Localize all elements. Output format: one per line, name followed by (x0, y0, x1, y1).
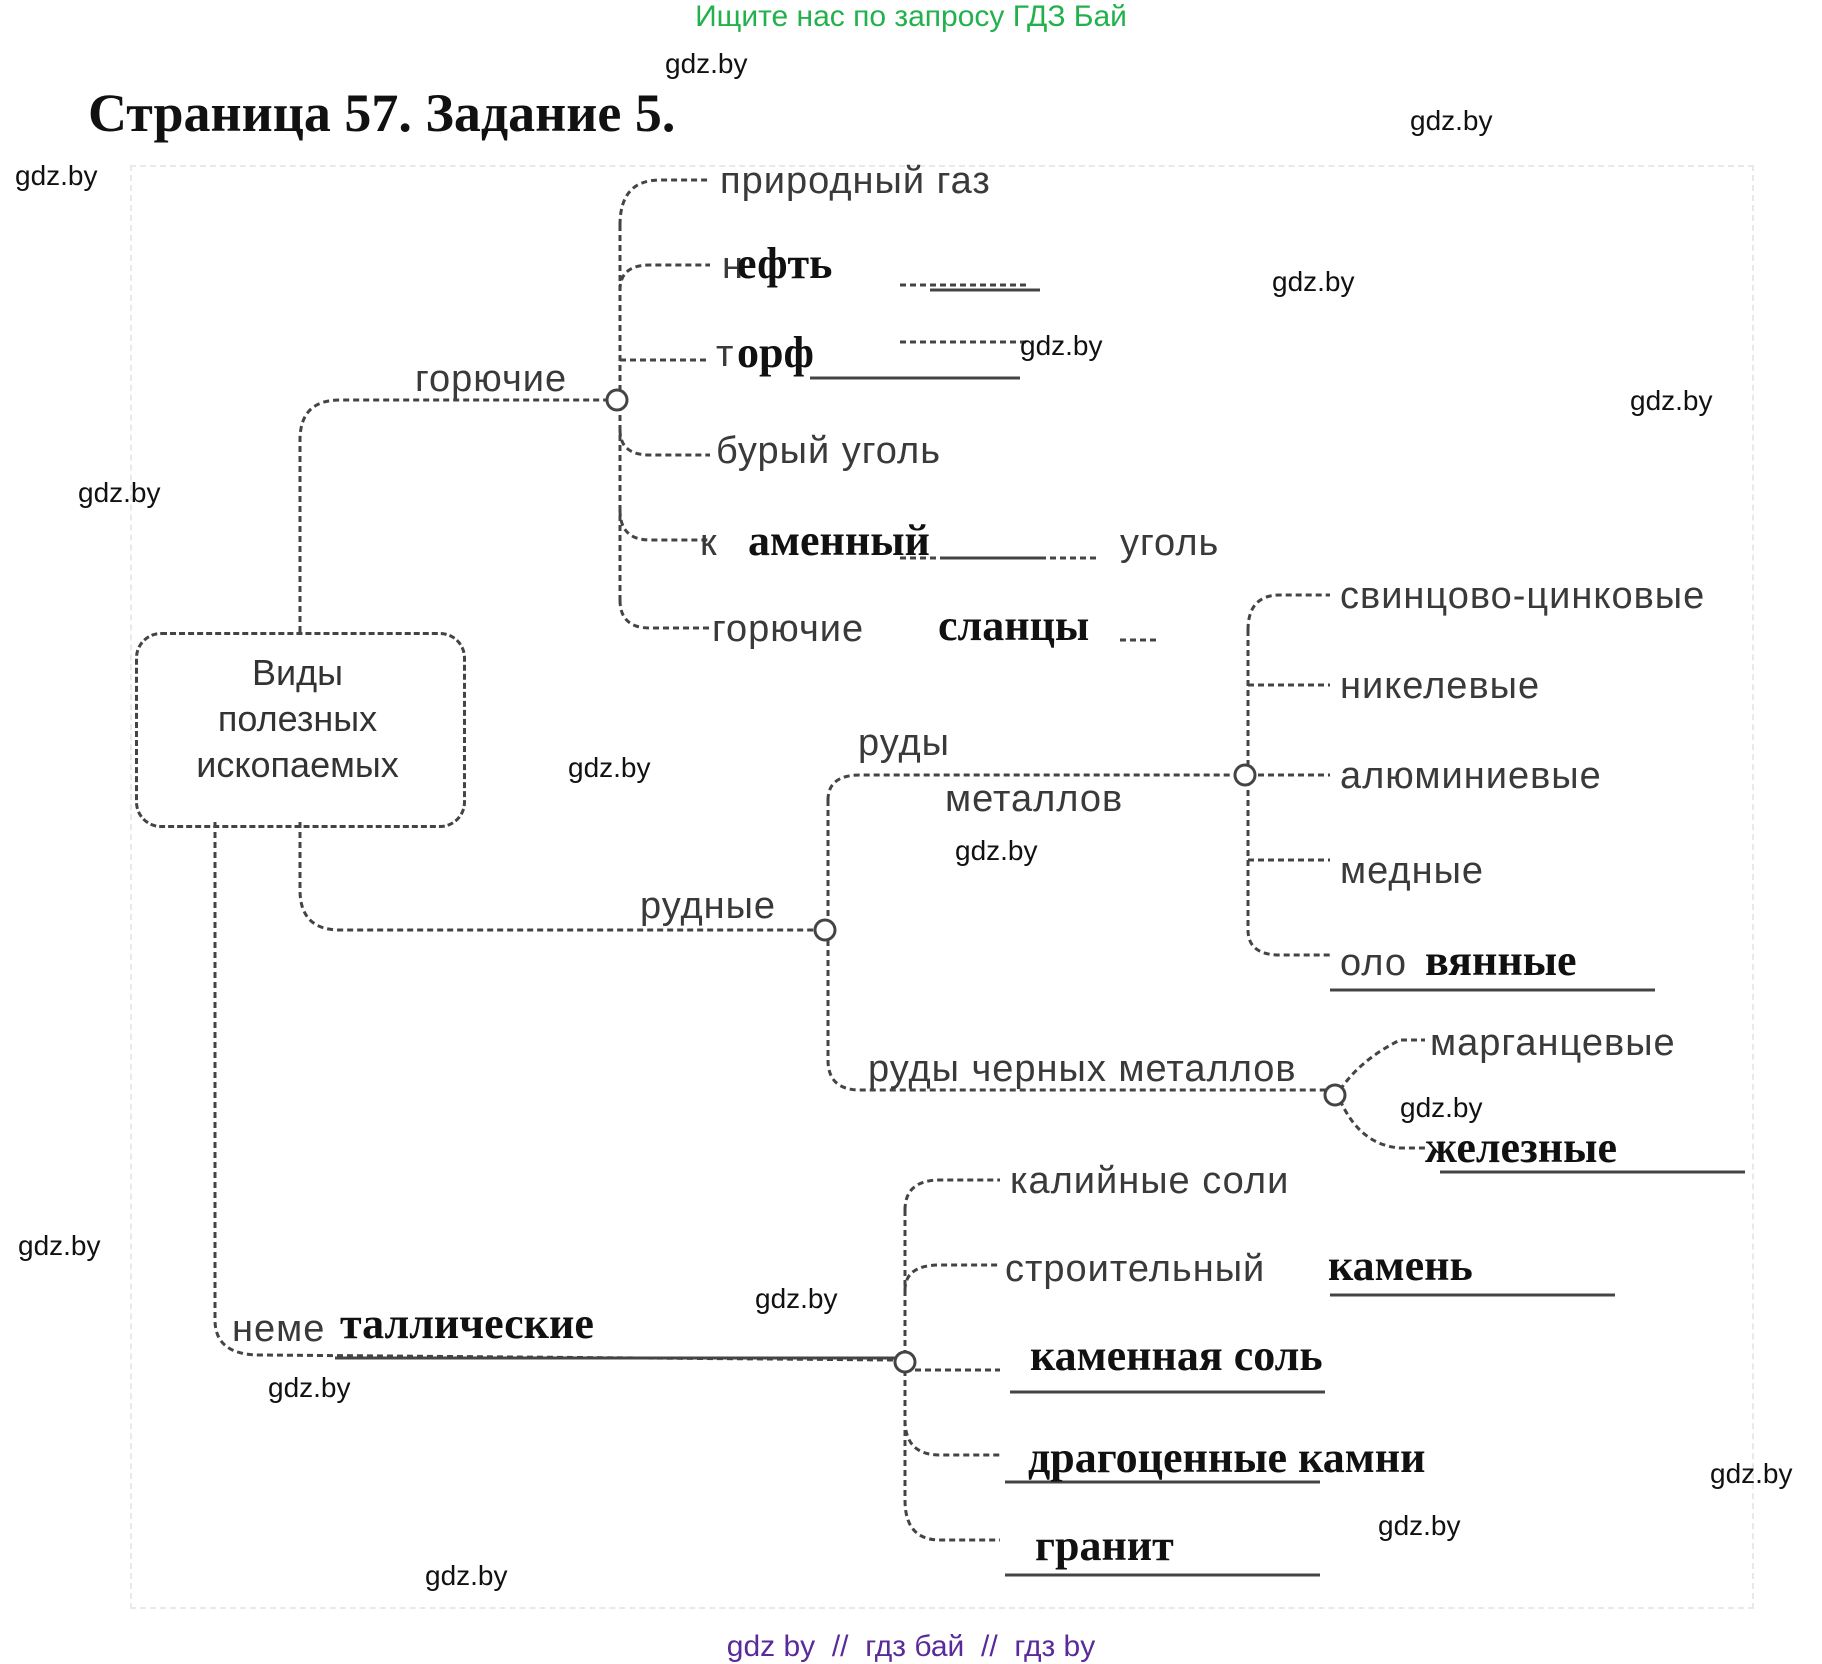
watermark: gdz.by (15, 160, 98, 191)
branch-label-ore: рудные (640, 885, 777, 927)
branch-label-combustible: горючие (415, 358, 568, 400)
watermark: gdz.by (18, 1230, 101, 1261)
combustible-item-printed: н (722, 245, 744, 287)
watermark: gdz.by (1710, 1458, 1793, 1489)
ferrous-item-answer: железные (1425, 1123, 1617, 1172)
watermark: gdz.by (1272, 266, 1355, 297)
nonferrous-item: оло (1340, 942, 1408, 984)
watermark: gdz.by (1400, 1092, 1483, 1123)
nonferrous-item: никелевые (1340, 665, 1541, 707)
center-line-1: Виды (251, 652, 343, 693)
nonmetallic-item-answer: каменная соль (1030, 1331, 1323, 1380)
combustible-item-answer: аменный (748, 516, 930, 565)
watermark: gdz.by (268, 1372, 351, 1403)
nonmetallic-item: калийные соли (1010, 1160, 1290, 1202)
footer-separator: // (981, 1630, 998, 1663)
footer-link[interactable]: гдз бай (865, 1630, 965, 1663)
search-banner: Ищите нас по запросу ГДЗ Бай (695, 0, 1127, 33)
combustible-item-suffix: уголь (1120, 522, 1220, 564)
footer-links: gdz by // гдз бай // гдз by (0, 1630, 1822, 1664)
watermark: gdz.by (755, 1283, 838, 1314)
watermark: gdz.by (955, 835, 1038, 866)
watermark: gdz.by (568, 752, 651, 783)
watermark: gdz.by (1630, 385, 1713, 416)
footer-separator: // (831, 1630, 849, 1663)
ferrous-label: руды черных металлов (868, 1048, 1297, 1090)
combustible-item-answer: ефть (737, 239, 833, 288)
center-line-2: полезных (217, 698, 378, 739)
footer-link[interactable]: gdz by (726, 1630, 816, 1663)
center-node-label: Виды полезных ископаемых (135, 650, 460, 788)
nonmetallic-item-answer: камень (1328, 1241, 1473, 1290)
footer-link[interactable]: гдз by (1014, 1630, 1096, 1663)
watermark: gdz.by (78, 477, 161, 508)
ferrous-item: марганцевые (1430, 1022, 1676, 1064)
combustible-item-printed: бурый уголь (716, 430, 942, 472)
center-line-3: ископаемых (196, 744, 399, 785)
nonferrous-item: свинцово-цинковые (1340, 575, 1706, 617)
combustible-item-printed: горючие (712, 608, 865, 650)
nonmetallic-item-answer: драгоценные камни (1028, 1433, 1426, 1482)
branch-label-nonmetallic-answer: таллические (340, 1299, 594, 1348)
nonferrous-label: руды (858, 722, 950, 764)
page-title: Страница 57. Задание 5. (88, 83, 676, 143)
branch-label-nonmetallic: неме (232, 1308, 326, 1350)
watermark: gdz.by (665, 48, 748, 79)
combustible-item-printed: к (700, 522, 718, 564)
combustible-item-answer: сланцы (938, 601, 1090, 650)
nonferrous-item: алюминиевые (1340, 755, 1602, 797)
nonmetallic-item: строительный (1005, 1248, 1266, 1290)
background-frame (130, 165, 1754, 1609)
combustible-item-printed: природный газ (720, 160, 991, 202)
nonferrous-item-answer: вянные (1425, 936, 1577, 985)
center-node (135, 632, 466, 828)
watermark: gdz.by (1378, 1510, 1461, 1541)
watermark: gdz.by (1410, 105, 1493, 136)
combustible-item-answer: орф (737, 328, 814, 377)
nonferrous-label: металлов (945, 778, 1124, 820)
combustible-item-printed: т (716, 333, 735, 375)
nonmetallic-item-answer: гранит (1035, 1521, 1174, 1570)
nonferrous-item: медные (1340, 850, 1485, 892)
watermark: gdz.by (425, 1560, 508, 1591)
watermark: gdz.by (1020, 330, 1103, 361)
